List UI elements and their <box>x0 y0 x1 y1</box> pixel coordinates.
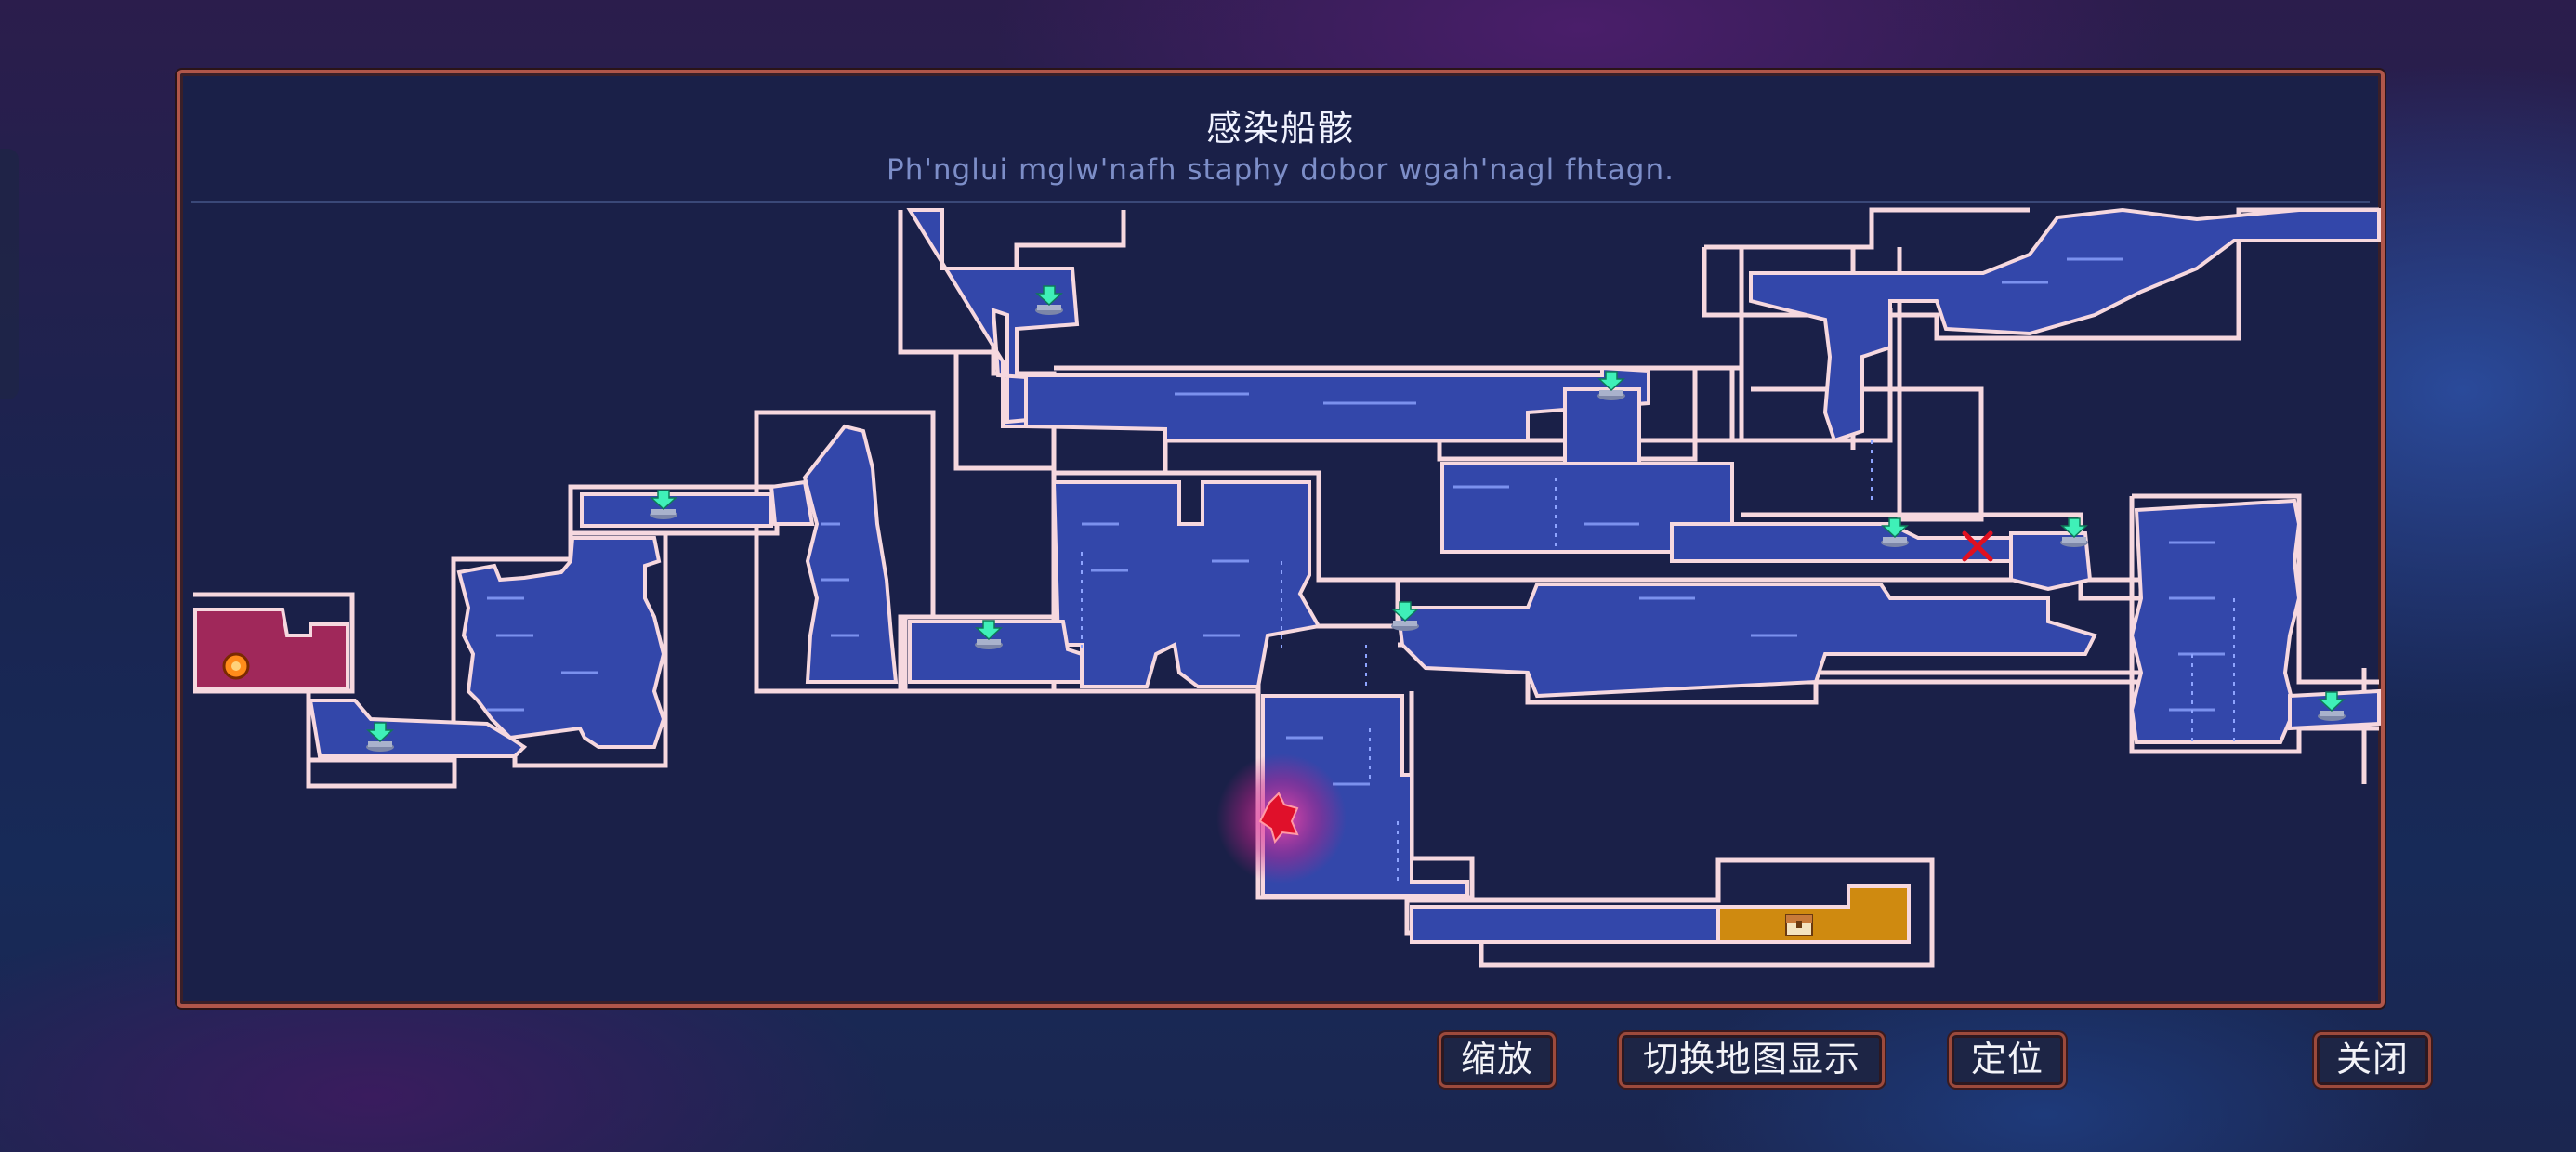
treasure-room <box>1716 884 1911 944</box>
side-tab[interactable] <box>0 149 19 399</box>
locate-button[interactable]: 定位 <box>1949 1032 2066 1088</box>
map-subtitle: Ph'nglui mglw'nafh staphy dobor wgah'nag… <box>887 153 1675 187</box>
x-marker-icon[interactable] <box>1962 530 1993 562</box>
level-map[interactable] <box>180 73 2381 1004</box>
close-button[interactable]: 关闭 <box>2314 1032 2431 1088</box>
toggle-map-display-button[interactable]: 切换地图显示 <box>1619 1032 1885 1088</box>
player-position-icon[interactable] <box>1216 753 1347 884</box>
treasure-chest-icon[interactable] <box>1785 914 1813 936</box>
map-window: 感染船骸 Ph'nglui mglw'nafh staphy dobor wga… <box>177 70 2385 1008</box>
room-details <box>487 257 2225 786</box>
door-icon[interactable] <box>222 652 250 680</box>
zoom-button[interactable]: 缩放 <box>1439 1032 1556 1088</box>
map-title: 感染船骸 <box>1205 108 1355 149</box>
special-room <box>193 608 349 691</box>
title-divider <box>191 201 2370 203</box>
ladder-lines <box>1081 440 2235 886</box>
